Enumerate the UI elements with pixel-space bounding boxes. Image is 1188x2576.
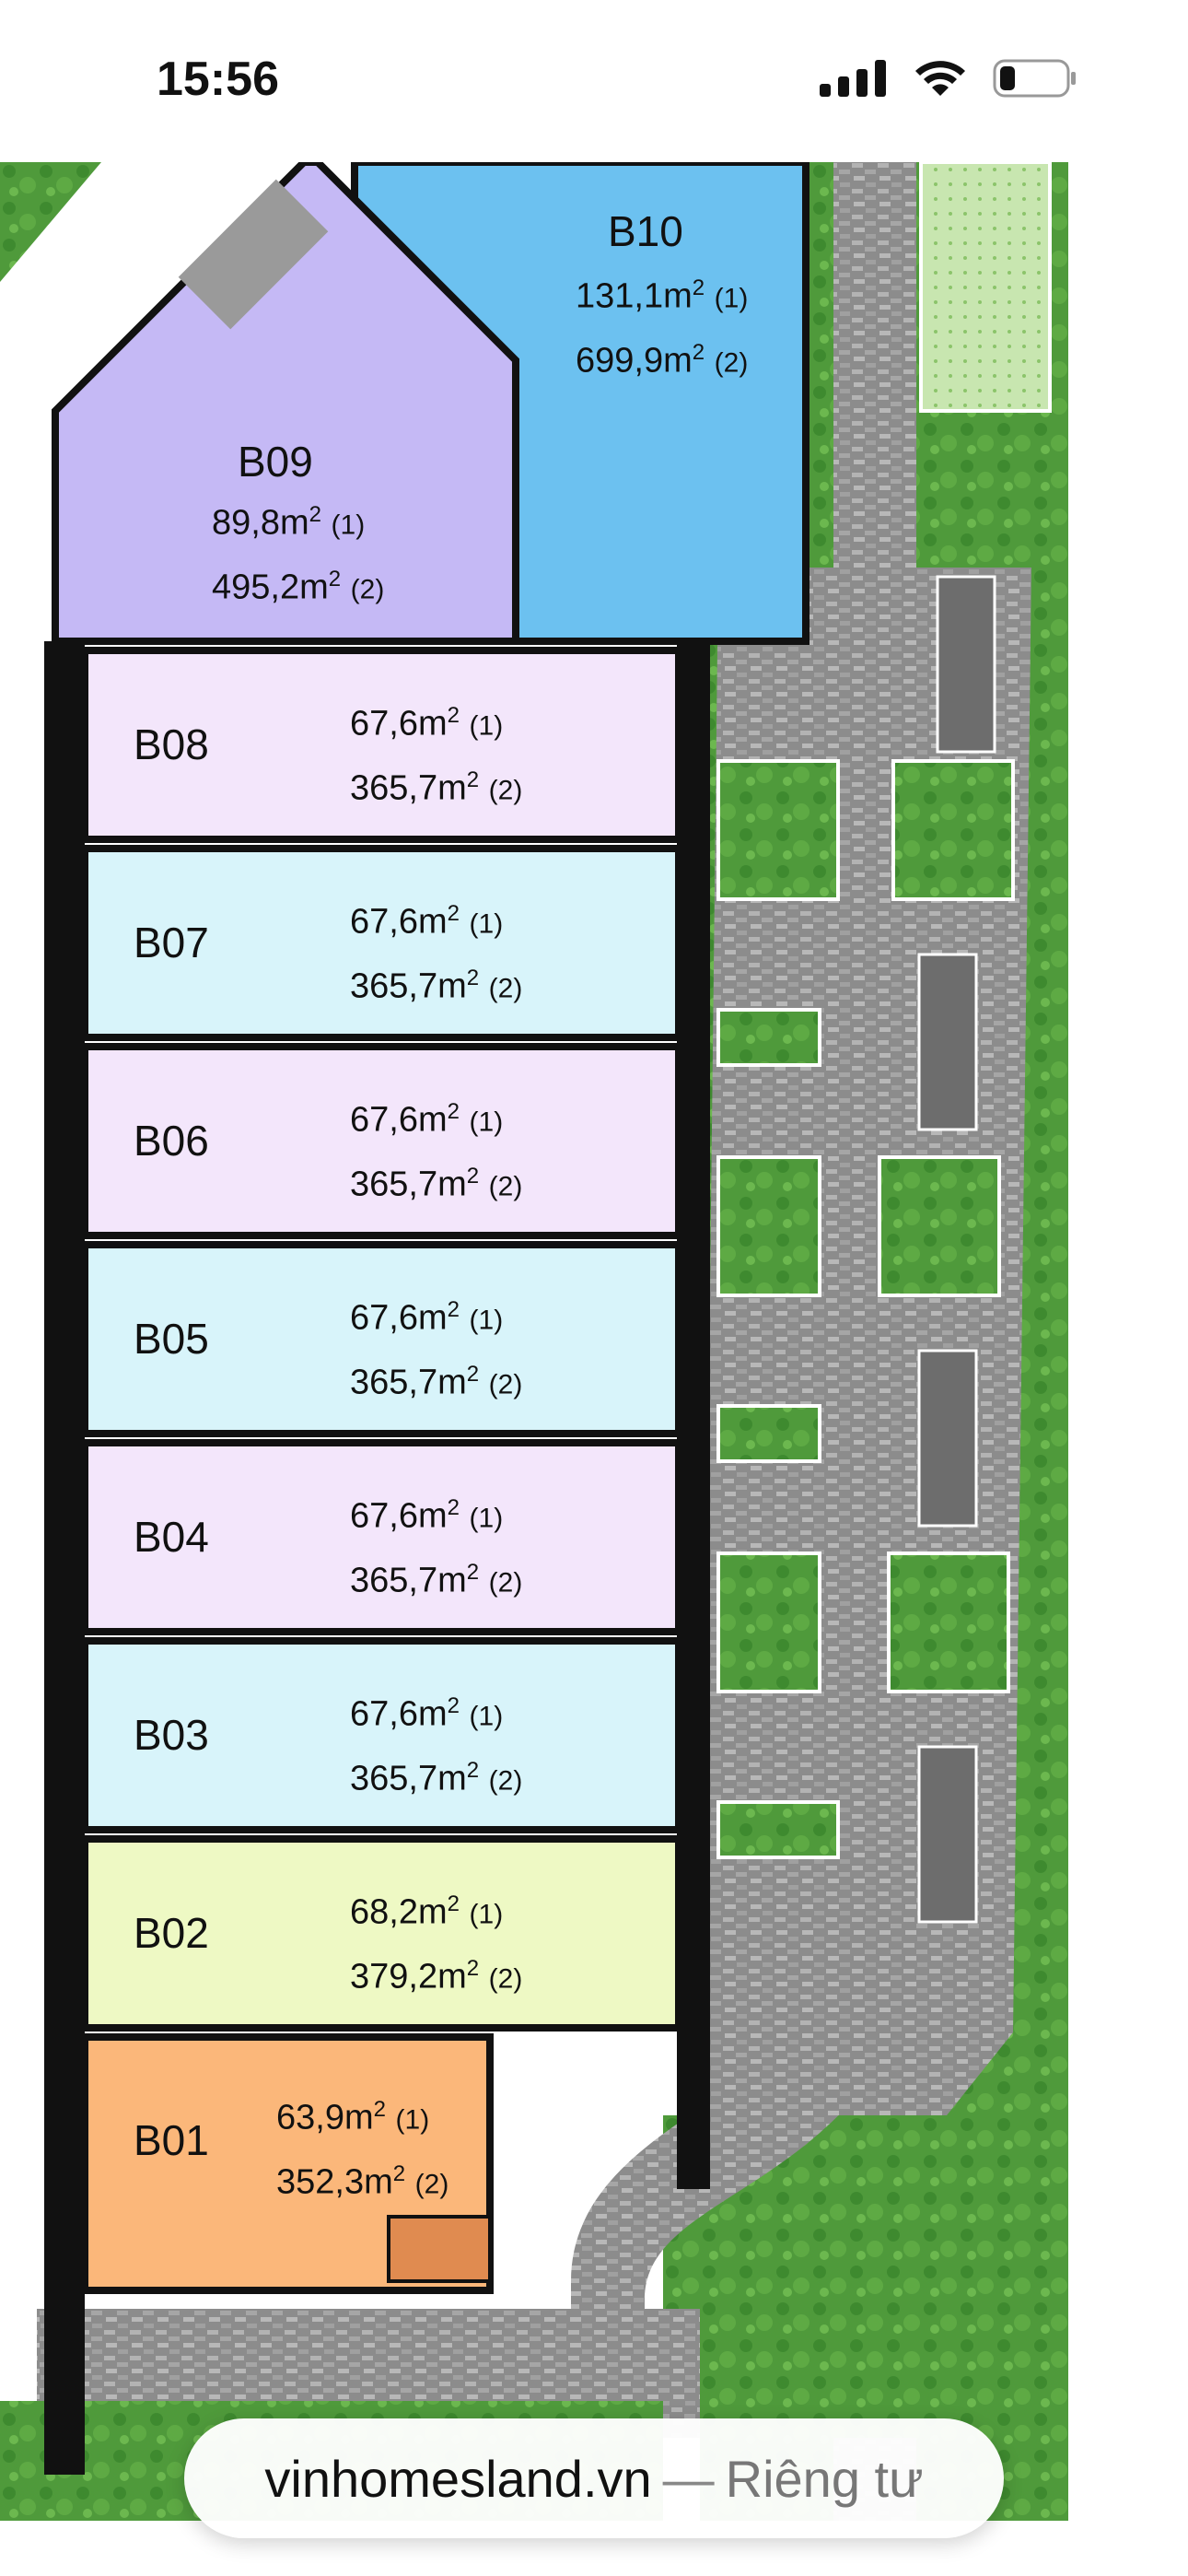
unit-b02-name: B02: [134, 1909, 209, 1957]
unit-b07-name: B07: [134, 919, 209, 966]
status-icons: [820, 55, 1077, 101]
unit-b01-area: 63,9m2 (1) 352,3m2 (2): [276, 2083, 448, 2211]
unit-b06-area-1: 67,6m2 (1): [350, 1099, 504, 1140]
unit-b08-area: 67,6m2 (1) 365,7m2 (2): [350, 689, 522, 817]
floor-plan-drawing: [0, 162, 1068, 2521]
unit-b06-area-2: 365,7m2 (2): [350, 1163, 523, 1204]
floor-plan: B10 131,1m2 (1) 699,9m2 (2) B09 89,8m2 (…: [0, 162, 1188, 2521]
unit-b09-area-2: 495,2m2 (2): [212, 566, 385, 607]
unit-b03-name: B03: [134, 1711, 209, 1759]
unit-b05-area-2: 365,7m2 (2): [350, 1361, 523, 1402]
unit-b07-area-2: 365,7m2 (2): [350, 965, 523, 1006]
unit-b02-area-1: 68,2m2 (1): [350, 1891, 504, 1932]
unit-b08-shape: [81, 647, 682, 843]
unit-b02-shape: [81, 1835, 682, 2032]
unit-b08-name: B08: [134, 720, 209, 768]
unit-b02-area: 68,2m2 (1) 379,2m2 (2): [350, 1878, 522, 2006]
unit-b04-area-2: 365,7m2 (2): [350, 1559, 523, 1600]
cellular-signal-icon: [820, 60, 886, 97]
unit-b08-area-2: 365,7m2 (2): [350, 767, 523, 808]
unit-b10-name: B10: [608, 207, 683, 255]
unit-b05-name: B05: [134, 1315, 209, 1363]
unit-b04-area: 67,6m2 (1) 365,7m2 (2): [350, 1481, 522, 1610]
unit-b09-area: 89,8m2 (1) 495,2m2 (2): [212, 488, 384, 616]
unit-b04-shape: [81, 1439, 682, 1635]
address-bar[interactable]: vinhomesland.vn — Riêng tư: [184, 2418, 1004, 2538]
unit-b06-name: B06: [134, 1117, 209, 1165]
unit-b10-area: 131,1m2 (1) 699,9m2 (2): [576, 262, 748, 390]
unit-b05-shape: [81, 1241, 682, 1437]
unit-b03-shape: [81, 1637, 682, 1833]
address-bar-privacy: Riêng tư: [725, 2449, 924, 2508]
status-time: 15:56: [157, 53, 279, 106]
unit-b06-shape: [81, 1043, 682, 1239]
unit-b04-area-1: 67,6m2 (1): [350, 1495, 504, 1536]
unit-b07-area-1: 67,6m2 (1): [350, 901, 504, 942]
unit-b03-area-2: 365,7m2 (2): [350, 1757, 523, 1798]
unit-b01-area-1: 63,9m2 (1): [276, 2097, 430, 2137]
unit-b01-name: B01: [134, 2116, 209, 2164]
battery-icon: [993, 59, 1076, 98]
unit-b03-area: 67,6m2 (1) 365,7m2 (2): [350, 1680, 522, 1808]
unit-b03-area-1: 67,6m2 (1): [350, 1693, 504, 1734]
address-bar-separator: —: [662, 2449, 715, 2508]
unit-b07-area: 67,6m2 (1) 365,7m2 (2): [350, 887, 522, 1015]
unit-b01-area-2: 352,3m2 (2): [276, 2160, 449, 2202]
unit-b06-area: 67,6m2 (1) 365,7m2 (2): [350, 1085, 522, 1213]
unit-b05-area-1: 67,6m2 (1): [350, 1297, 504, 1338]
unit-b09-shape: [52, 162, 519, 645]
unit-b10-area-1: 131,1m2 (1): [576, 275, 749, 316]
unit-b08-area-1: 67,6m2 (1): [350, 703, 504, 744]
unit-b07-shape: [81, 845, 682, 1041]
unit-b10-area-2: 699,9m2 (2): [576, 339, 749, 381]
unit-b09-name: B09: [238, 438, 313, 486]
address-bar-domain: vinhomesland.vn: [264, 2449, 652, 2508]
unit-b05-area: 67,6m2 (1) 365,7m2 (2): [350, 1283, 522, 1411]
unit-b04-name: B04: [134, 1513, 209, 1561]
unit-b02-area-2: 379,2m2 (2): [350, 1955, 523, 1996]
wifi-icon: [915, 61, 965, 96]
status-bar: 15:56: [0, 0, 1188, 162]
unit-b09-area-1: 89,8m2 (1): [212, 502, 366, 543]
